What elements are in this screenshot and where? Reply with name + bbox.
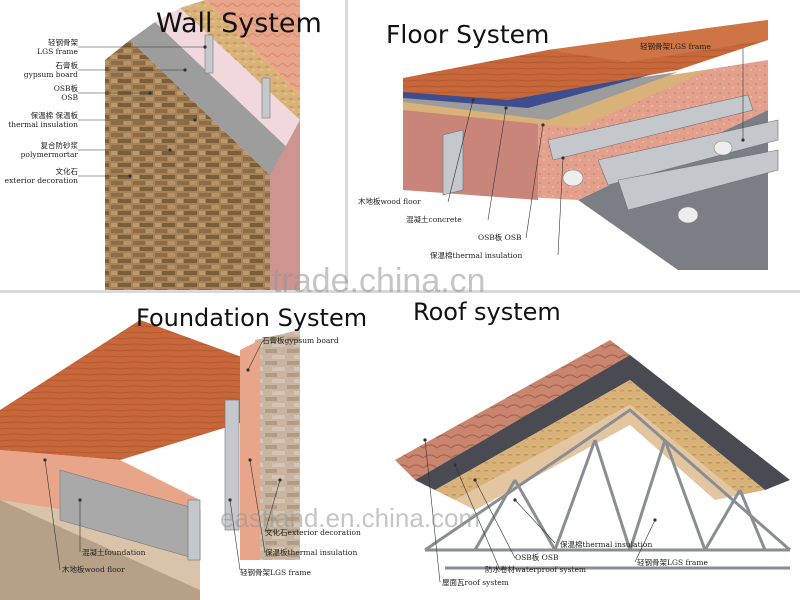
floor-label: 木地板wood floor	[358, 197, 421, 206]
floor-steel-joists	[442, 94, 779, 211]
roof-system-panel: Roof system 保温棉thermal insulation OSB板 O…	[395, 300, 800, 600]
panel-divider	[345, 0, 348, 290]
foundation-system-title: Foundation System	[136, 304, 368, 332]
roof-membrane	[415, 355, 790, 490]
insulation-layer	[205, 0, 300, 95]
floor-label: OSB板 OSB	[478, 233, 522, 242]
roof-steel-trusses	[424, 408, 791, 570]
steel-stud	[204, 34, 214, 74]
foundation-system-illustration	[0, 320, 300, 600]
roof-label: 防水卷材waterproof system	[485, 565, 587, 574]
panel-divider	[0, 290, 800, 293]
floor-system-illustration	[403, 20, 779, 270]
foundation-wall-stone	[255, 330, 300, 560]
wall-system-illustration	[78, 0, 300, 290]
roof-system-illustration	[395, 340, 791, 583]
foundation-wall-insulation	[240, 340, 260, 560]
foundation-steel-stud	[187, 499, 201, 561]
brick-face	[270, 120, 300, 290]
foundation-system-panel: Foundation System 石膏板gypsum board 文化石ext…	[0, 300, 395, 600]
roof-label: OSB板 OSB	[515, 553, 559, 562]
roof-system-title: Roof system	[413, 300, 561, 326]
roof-tiles	[395, 340, 630, 480]
watermark-trade-china: trade.china.cn	[272, 262, 486, 300]
steel-stud	[261, 77, 271, 119]
roof-label: 屋面瓦roof system	[442, 578, 509, 587]
wall-system-title: Wall System	[156, 8, 322, 39]
floor-pipes	[562, 140, 733, 224]
floor-label: 混凝土concrete	[406, 215, 462, 224]
roof-label: 保温棉thermal insulation	[560, 540, 653, 549]
watermark-eastland: eastland.en.china.com	[220, 503, 481, 533]
foundation-label: 石膏板gypsum board	[262, 336, 339, 345]
floor-label: 保温棉thermal insulation	[430, 251, 523, 260]
roof-label: 轻钢骨架LGS frame	[637, 558, 708, 567]
roof-osb	[435, 380, 765, 500]
floor-label: 轻钢骨架LGS frame	[640, 42, 711, 51]
foundation-steel-stud	[224, 399, 240, 531]
stone-layer	[105, 40, 270, 290]
foundation-wood-floor	[0, 320, 250, 460]
foundation-label: 轻钢骨架LGS frame	[240, 568, 311, 577]
foundation-label: 混凝土foundation	[82, 548, 146, 557]
floor-system-title: Floor System	[386, 20, 550, 49]
foundation-label: 保温板thermal insulation	[265, 548, 358, 557]
foundation-label: 木地板wood floor	[62, 565, 125, 574]
mortar-layer	[130, 22, 290, 175]
floor-system-panel: Floor System 轻钢骨架LGS frame 木地板wood floor…	[348, 0, 800, 290]
foundation-label: 文化石exterior decoration	[265, 528, 361, 537]
